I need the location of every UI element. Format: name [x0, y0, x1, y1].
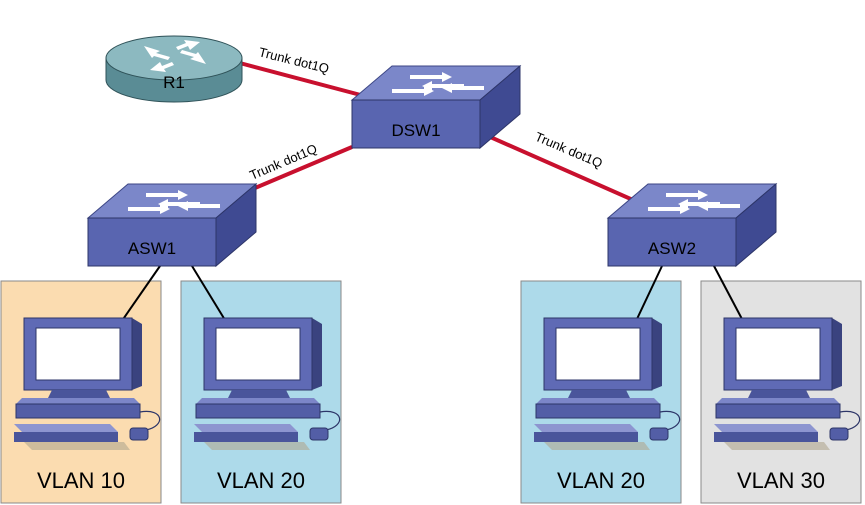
- switch-icon: ASW1: [87, 183, 257, 267]
- switch-icon: DSW1: [351, 65, 521, 149]
- trunk-link-r1-dsw1: [235, 60, 373, 100]
- router-label: R1: [163, 73, 185, 92]
- router-icon: R1: [105, 35, 243, 103]
- vlan-20-label-right: VLAN 20: [557, 468, 645, 493]
- workstation-icon: [533, 317, 681, 451]
- trunk-label-dsw1-asw2: Trunk dot1Q: [533, 129, 605, 171]
- workstation-icon: [193, 317, 341, 451]
- vlan-30-label: VLAN 30: [737, 468, 825, 493]
- asw1-label: ASW1: [128, 239, 176, 258]
- vlan-10-label: VLAN 10: [37, 468, 125, 493]
- asw2-label: ASW2: [648, 239, 696, 258]
- vlan-20-label-left: VLAN 20: [217, 468, 305, 493]
- trunk-link-dsw1-asw2: [487, 134, 643, 206]
- workstation-icon: [13, 317, 161, 451]
- switch-icon: ASW2: [607, 183, 777, 267]
- dsw1-label: DSW1: [391, 121, 440, 140]
- workstation-icon: [713, 317, 861, 451]
